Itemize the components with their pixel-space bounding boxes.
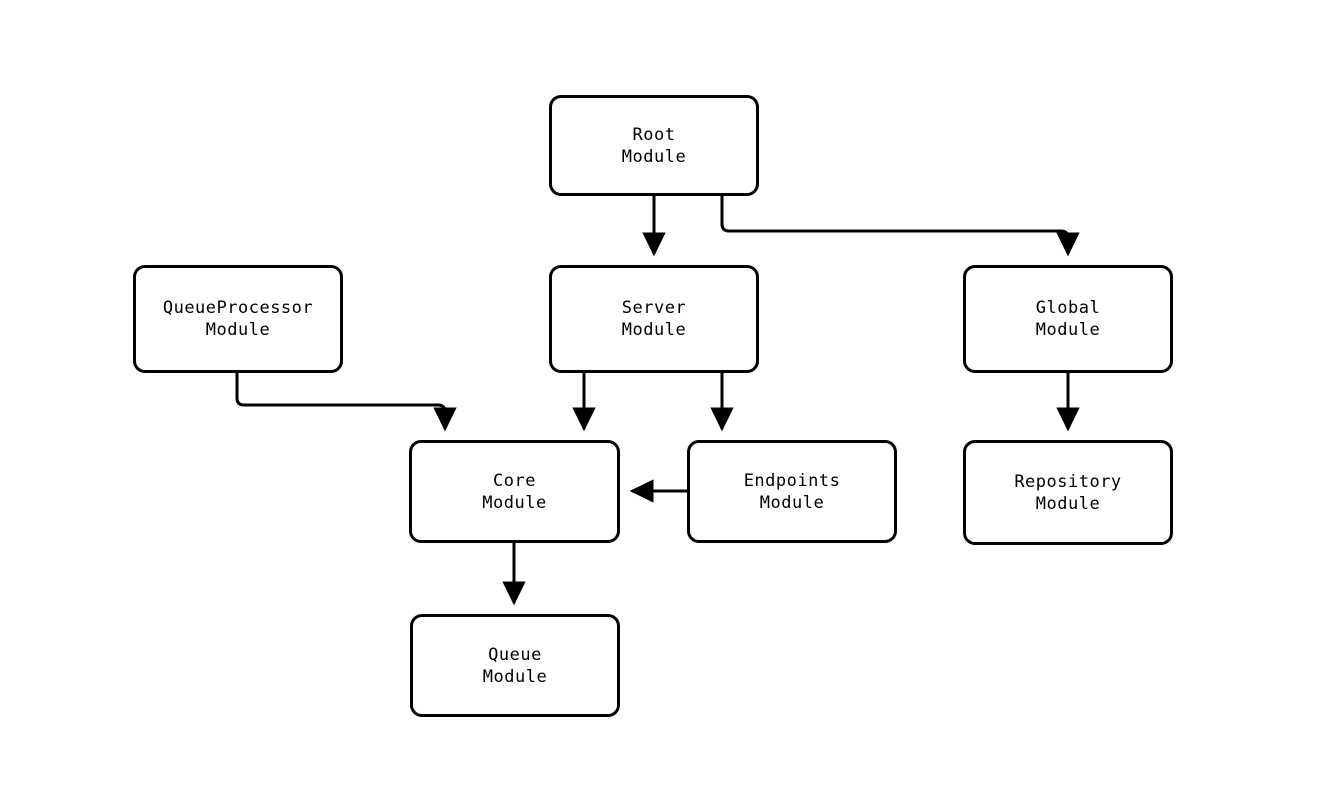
node-endpoints-module[interactable]: Endpoints Module	[687, 440, 897, 543]
node-server-module-label-line1: Server	[621, 298, 687, 318]
node-queue-module-label-line2: Module	[482, 666, 548, 687]
node-repository-module-label-line2: Module	[1035, 493, 1101, 514]
node-endpoints-module-label-line2: Module	[759, 492, 825, 513]
node-repository-module-label-line1: Repository	[1014, 471, 1122, 492]
node-core-module-label-line1: Core	[493, 470, 536, 491]
node-core-module-label-line2: Module	[482, 492, 547, 513]
node-server-module[interactable]: Server Module	[549, 265, 759, 373]
node-repository-module[interactable]: Repository Module	[963, 440, 1173, 545]
node-global-module[interactable]: Global Module	[963, 265, 1173, 373]
node-queueprocessor-module-label-line1: QueueProcessor	[162, 298, 314, 318]
edge-queueprocessor-to-core	[235, 373, 457, 432]
node-root-module-label-line1: Root	[632, 124, 676, 145]
node-queueprocessor-module[interactable]: QueueProcessor Module	[133, 265, 343, 373]
node-queueprocessor-module-label-line2: Module	[205, 320, 271, 340]
edge-root-to-global	[720, 196, 1080, 257]
node-server-module-label-line2: Module	[621, 320, 687, 340]
node-core-module[interactable]: Core Module	[409, 440, 620, 543]
node-queue-module[interactable]: Queue Module	[410, 614, 620, 717]
node-global-module-label-line1: Global	[1035, 298, 1101, 318]
node-endpoints-module-label-line1: Endpoints	[743, 470, 841, 491]
node-global-module-label-line2: Module	[1035, 320, 1101, 340]
node-root-module-label-line2: Module	[621, 146, 687, 167]
node-root-module[interactable]: Root Module	[549, 95, 759, 196]
node-queue-module-label-line1: Queue	[488, 644, 542, 665]
